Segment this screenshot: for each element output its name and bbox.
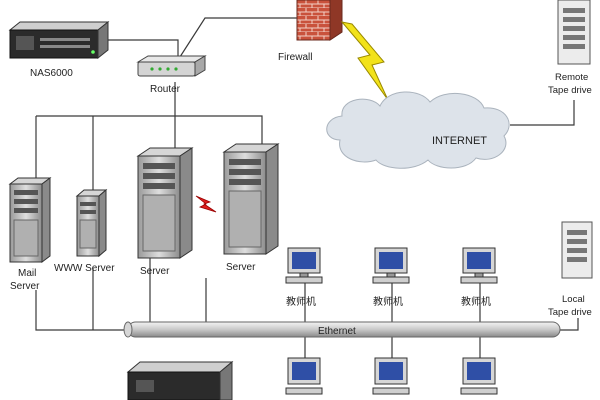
mail-server-label-line2: Server	[10, 281, 40, 292]
line-localtape	[560, 318, 579, 331]
remote-tape-label-line1: Remote	[555, 72, 588, 83]
local-tape-drive: Local Tape drive	[548, 221, 593, 318]
line-internet-remote	[510, 100, 575, 126]
router-device: Router	[136, 55, 207, 95]
line-router-firewall	[177, 17, 297, 61]
line-nas-router	[104, 39, 179, 60]
server-1-label: Server	[140, 266, 170, 277]
teacher-pc-3-label: 教师机	[461, 295, 491, 308]
ethernet-bus: Ethernet	[123, 321, 561, 338]
router-label: Router	[150, 84, 181, 95]
local-tape-label-line2: Tape drive	[548, 307, 592, 318]
teacher-pc-2-label: 教师机	[373, 295, 403, 308]
teacher-pc-1-label: 教师机	[286, 295, 316, 308]
nas-label: NAS6000	[30, 68, 73, 79]
server-2: Server	[222, 143, 280, 273]
teacher-pc-1: 教师机	[285, 247, 323, 308]
nas-device: NAS6000	[8, 20, 110, 79]
bottom-pc-1	[285, 357, 323, 395]
ethernet-label: Ethernet	[318, 326, 356, 337]
www-server-label: WWW Server	[54, 263, 115, 274]
www-server: WWW Server	[54, 188, 115, 274]
teacher-pc-3: 教师机	[460, 247, 498, 308]
internet-label: INTERNET	[432, 135, 487, 147]
server-1: Server	[136, 147, 194, 277]
bottom-pc-3	[460, 357, 498, 395]
firewall-device: Firewall	[278, 0, 343, 63]
internet-cloud: INTERNET	[326, 91, 510, 169]
local-tape-label-line1: Local	[562, 294, 585, 305]
bottom-rack-device	[126, 360, 234, 400]
firewall-label: Firewall	[278, 52, 312, 63]
line-backbone	[36, 115, 263, 150]
server-2-label: Server	[226, 262, 256, 273]
remote-tape-label-line2: Tape drive	[548, 85, 592, 96]
teacher-pc-2: 教师机	[372, 247, 410, 308]
lightning-bolt	[340, 21, 389, 101]
link-spark	[195, 195, 217, 213]
mail-server-label-line1: Mail	[18, 268, 36, 279]
bottom-pc-2	[372, 357, 410, 395]
mail-server: Mail Server	[8, 177, 52, 292]
line-mail-to-ethernet	[35, 290, 128, 331]
remote-tape-drive: Remote Tape drive	[548, 0, 592, 96]
connection-lines	[35, 17, 579, 358]
